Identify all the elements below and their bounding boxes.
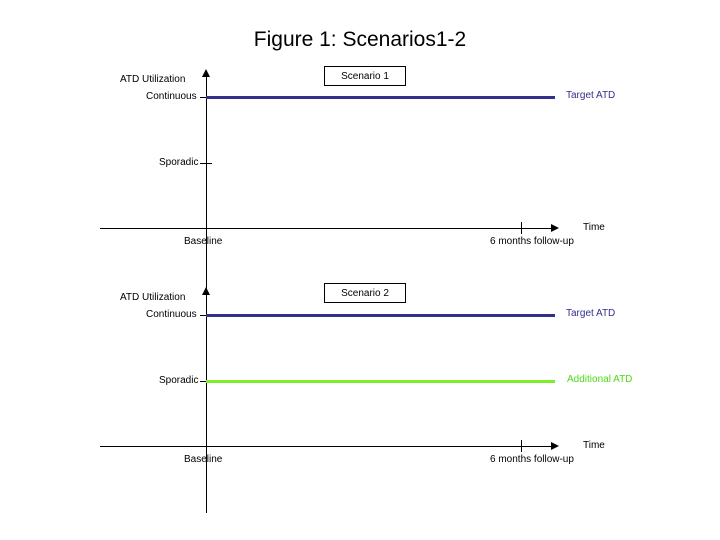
x-tick-label-baseline: Baseline (184, 454, 223, 465)
scenario-label-text: Scenario 1 (341, 70, 389, 82)
y-axis-title: ATD Utilization (120, 74, 186, 85)
x-tick-baseline (206, 222, 207, 295)
series-line-target-atd (206, 314, 555, 317)
x-axis-line (100, 446, 552, 447)
chart-panel-scenario-1: Scenario 1 ATD Utilization Continuous Sp… (0, 60, 720, 295)
x-tick-label-followup: 6 months follow-up (490, 236, 574, 247)
x-axis-arrowhead-icon (551, 224, 559, 232)
series-label-target-atd: Target ATD (566, 308, 616, 319)
y-axis-arrowhead-icon (202, 287, 210, 295)
y-axis-line (206, 75, 207, 228)
series-label-additional-atd: Additional ATD (567, 374, 633, 385)
x-tick-followup (521, 222, 522, 234)
scenario-label-text: Scenario 2 (341, 287, 389, 299)
series-label-target-atd: Target ATD (566, 90, 616, 101)
y-axis-arrowhead-icon (202, 69, 210, 77)
y-tick-label-continuous: Continuous (146, 91, 197, 102)
x-axis-line (100, 228, 552, 229)
chart-panel-scenario-2: Scenario 2 ATD Utilization Continuous Sp… (0, 278, 720, 513)
y-tick-sporadic (200, 163, 212, 164)
y-axis-title: ATD Utilization (120, 292, 186, 303)
scenario-label-box: Scenario 1 (324, 66, 406, 86)
x-axis-title: Time (583, 440, 605, 451)
y-axis-line (206, 293, 207, 446)
y-tick-label-sporadic: Sporadic (159, 375, 199, 386)
x-axis-arrowhead-icon (551, 442, 559, 450)
scenario-label-box: Scenario 2 (324, 283, 406, 303)
x-axis-title: Time (583, 222, 605, 233)
x-tick-label-followup: 6 months follow-up (490, 454, 574, 465)
figure-title: Figure 1: Scenarios1-2 (253, 28, 467, 51)
series-line-additional-atd (206, 380, 555, 383)
x-tick-baseline (206, 440, 207, 513)
y-tick-label-sporadic: Sporadic (159, 157, 199, 168)
series-line-target-atd (206, 96, 555, 99)
x-tick-label-baseline: Baseline (184, 236, 223, 247)
x-tick-followup (521, 440, 522, 452)
y-tick-label-continuous: Continuous (146, 309, 197, 320)
